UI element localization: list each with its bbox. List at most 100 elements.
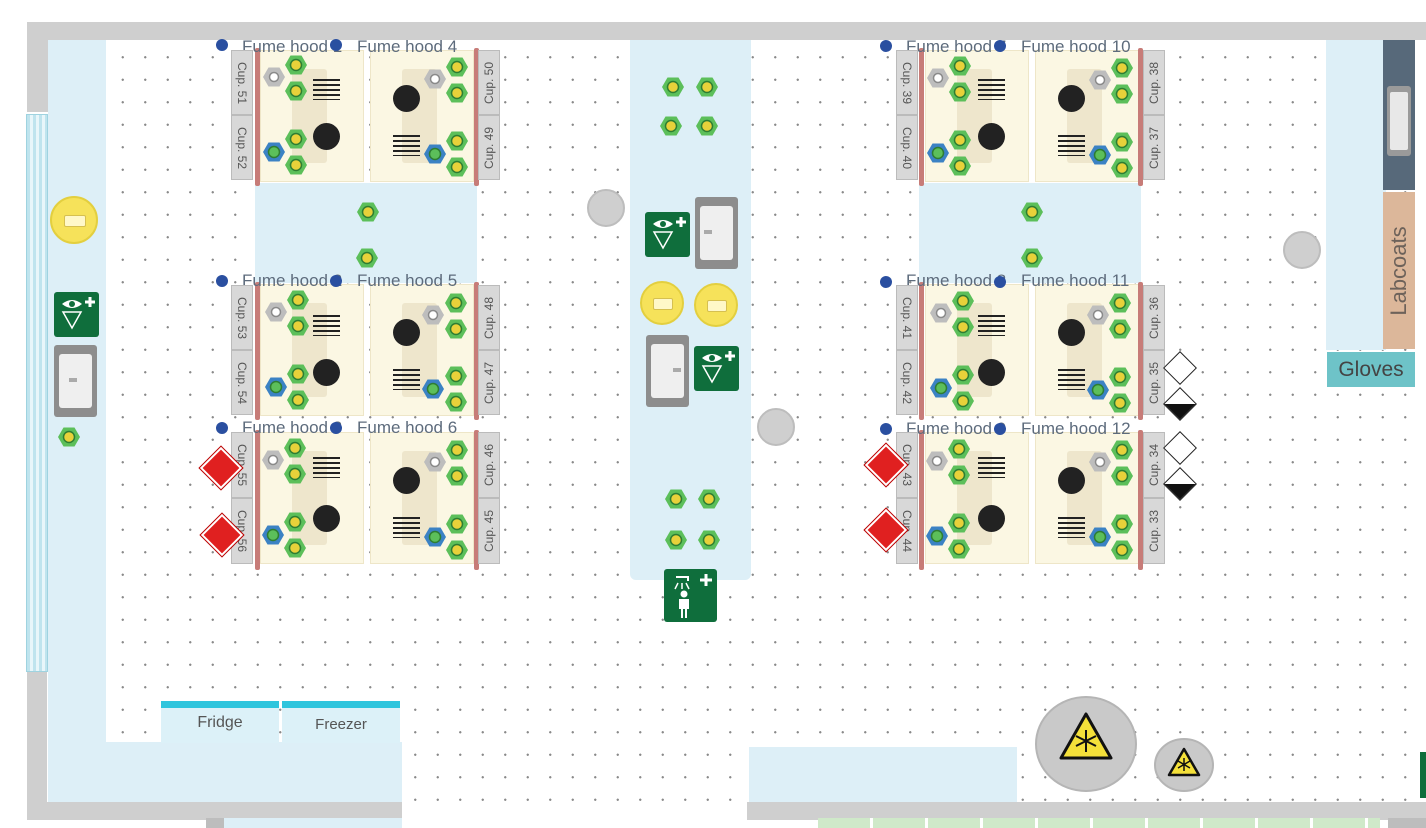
gas-valve-icon <box>925 450 949 472</box>
hood-marker <box>880 423 892 435</box>
eyewash-icon <box>54 292 99 337</box>
fume-hood-label: Fume hood 6 <box>357 418 458 437</box>
cupboard[interactable]: Cup. 45 <box>478 498 500 564</box>
cupboard[interactable]: Cup. 47 <box>478 350 500 415</box>
gas-valve-icon <box>1110 157 1134 179</box>
waste-bin[interactable] <box>640 281 684 325</box>
gas-valve-icon <box>264 301 288 323</box>
gas-valve-icon <box>1110 513 1134 535</box>
eyewash-icon <box>645 212 690 257</box>
cupboard[interactable]: Cup. 33 <box>1143 498 1165 564</box>
wall-bottom-left <box>27 802 402 820</box>
cupboard[interactable]: Cup. 50 <box>478 50 500 115</box>
gas-valve-icon <box>284 54 308 76</box>
labcoat-rack <box>1383 40 1415 190</box>
labcoats-area[interactable]: Labcoats <box>1383 192 1415 349</box>
cupboard[interactable]: Cup. 42 <box>896 350 918 415</box>
gloves-area[interactable]: Gloves <box>1327 352 1415 387</box>
gas-valve-icon <box>423 526 447 548</box>
gas-valve-icon <box>286 289 310 311</box>
waste-bin[interactable] <box>50 196 98 244</box>
hood-sash <box>474 282 479 420</box>
wall-bottom-right <box>747 802 1426 820</box>
sink-icon[interactable] <box>54 345 97 417</box>
window-left <box>26 114 48 672</box>
fume-hood-label: Fume hood 7 <box>906 37 1007 56</box>
gas-valve-icon <box>423 143 447 165</box>
hood-sash <box>919 48 924 186</box>
gas-valve-icon <box>697 529 721 551</box>
fridge-label: Fridge <box>197 714 243 731</box>
gas-valve-icon <box>1110 83 1134 105</box>
gas-valve-icon <box>1110 131 1134 153</box>
cupboard[interactable]: Cup. 41 <box>896 285 918 350</box>
cupboard[interactable]: Cup. 54 <box>231 350 253 415</box>
gas-valve-icon <box>445 156 469 178</box>
bench-right <box>1326 40 1386 350</box>
cupboard[interactable]: Cup. 48 <box>478 285 500 350</box>
gas-valve-icon <box>284 128 308 150</box>
cryogenic-icon[interactable] <box>1154 738 1214 792</box>
waste-bin[interactable] <box>694 283 738 327</box>
eyewash-icon <box>694 346 739 391</box>
cupboard[interactable]: Cup. 51 <box>231 50 253 115</box>
cupboard[interactable]: Cup. 35 <box>1143 350 1165 415</box>
gas-valve-icon <box>286 315 310 337</box>
cupboard[interactable]: Cup. 39 <box>896 50 918 115</box>
hood-marker <box>880 40 892 52</box>
sink-icon[interactable] <box>646 335 689 407</box>
gas-valve-icon <box>1108 318 1132 340</box>
bench-fragment <box>224 818 402 828</box>
hood-marker <box>994 40 1006 52</box>
gas-valve-icon <box>947 512 971 534</box>
gas-valve-icon <box>355 247 379 269</box>
labcoat-rack-handle <box>1387 86 1411 156</box>
cupboard[interactable]: Cup. 53 <box>231 285 253 350</box>
hood-sash <box>255 282 260 420</box>
column <box>757 408 795 446</box>
cupboard[interactable]: Cup. 36 <box>1143 285 1165 350</box>
hood-sash <box>1138 48 1143 186</box>
wall-top <box>27 22 1426 40</box>
gas-valve-icon <box>1088 451 1112 473</box>
hood-marker <box>330 39 342 51</box>
gas-valve-icon <box>421 304 445 326</box>
gas-valve-icon <box>261 524 285 546</box>
gas-valve-icon <box>1088 526 1112 548</box>
gas-valve-icon <box>951 316 975 338</box>
freezer[interactable]: Freezer <box>282 701 400 743</box>
gloves-label: Gloves <box>1338 358 1404 381</box>
cryogenic-icon[interactable] <box>1035 696 1137 792</box>
cupboard[interactable]: Cup. 34 <box>1143 432 1165 498</box>
gas-valve-icon <box>1108 292 1132 314</box>
gas-valve-icon <box>444 292 468 314</box>
wall-left-lower <box>27 652 47 820</box>
door-fragment <box>206 818 224 828</box>
fume-hood-label: Fume hood 11 <box>1021 271 1130 290</box>
gas-valve-icon <box>1086 304 1110 326</box>
hood-sash <box>255 48 260 186</box>
gas-valve-icon <box>948 55 972 77</box>
cupboard[interactable]: Cup. 49 <box>478 115 500 180</box>
sink-icon[interactable] <box>695 197 738 269</box>
gas-valve-icon <box>695 76 719 98</box>
gas-valve-icon <box>283 437 307 459</box>
door-fragment <box>1388 818 1426 828</box>
cupboard[interactable]: Cup. 37 <box>1143 115 1165 180</box>
cupboard[interactable]: Cup. 38 <box>1143 50 1165 115</box>
hood-marker <box>880 276 892 288</box>
gas-valve-icon <box>1108 392 1132 414</box>
cupboard[interactable]: Cup. 52 <box>231 115 253 180</box>
gas-valve-icon <box>445 82 469 104</box>
cupboard[interactable]: Cup. 46 <box>478 432 500 498</box>
gas-valve-icon <box>1020 201 1044 223</box>
green-fragment <box>818 818 1380 828</box>
gas-valve-icon <box>929 377 953 399</box>
fridge[interactable]: Fridge <box>161 701 279 743</box>
gas-valve-icon <box>283 537 307 559</box>
cupboard[interactable]: Cup. 40 <box>896 115 918 180</box>
gas-valve-icon <box>664 488 688 510</box>
fume-hood-label: Fume hood 8 <box>906 271 1007 290</box>
gas-valve-icon <box>286 363 310 385</box>
hood-sash <box>919 282 924 420</box>
